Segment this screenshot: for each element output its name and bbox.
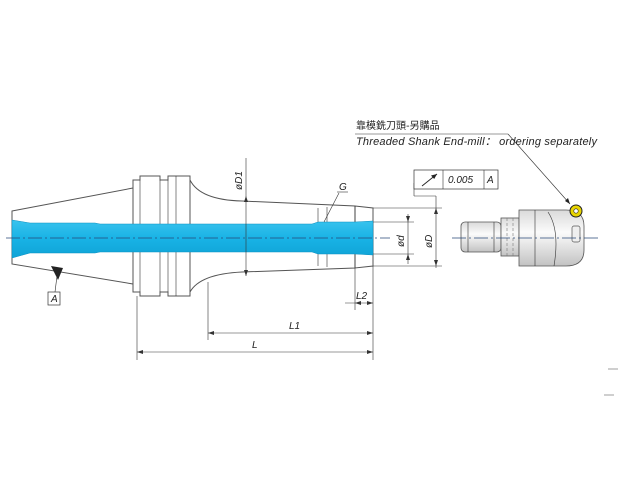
note-chinese: 靠模銑刀頭-另購品 xyxy=(356,119,440,132)
datum-a-box xyxy=(47,291,61,306)
d1-label: øD1 xyxy=(234,171,245,190)
datum-a-label: A xyxy=(50,294,58,305)
cutter-note: 靠模銑刀頭-另購品 Threaded Shank End-mill： order… xyxy=(355,119,598,205)
datum-a: A xyxy=(47,266,63,306)
l-label: L xyxy=(252,340,258,351)
big-d-label: øD xyxy=(424,235,435,248)
dim-l1: L1 xyxy=(207,282,373,340)
g-label: G xyxy=(339,182,347,193)
dim-l: L xyxy=(136,296,373,360)
dim-g: G xyxy=(323,182,348,223)
dim-small-d: ød xyxy=(373,214,414,264)
l2-label: L2 xyxy=(356,291,368,302)
runout-tolerance-frame: 0.005 A xyxy=(413,169,499,190)
bore-fill xyxy=(11,219,374,259)
flange xyxy=(132,175,191,297)
dim-l2: L2 xyxy=(345,266,374,360)
speck-marks xyxy=(604,368,618,396)
note-english: Threaded Shank End-mill： ordering separa… xyxy=(356,136,598,148)
datum-triangle-icon xyxy=(51,266,63,280)
l1-label: L1 xyxy=(289,321,300,332)
d-label: ød xyxy=(396,235,407,247)
tolerance-value: 0.005 xyxy=(448,175,473,186)
dim-d1: øD1 xyxy=(234,158,248,276)
dim-big-d: øD xyxy=(373,183,442,268)
datum-ref: A xyxy=(486,175,494,186)
runout-arrow-icon xyxy=(421,173,438,187)
cutter-thread xyxy=(460,221,502,253)
through-bore xyxy=(11,219,374,259)
end-mill-cutter xyxy=(452,204,598,267)
